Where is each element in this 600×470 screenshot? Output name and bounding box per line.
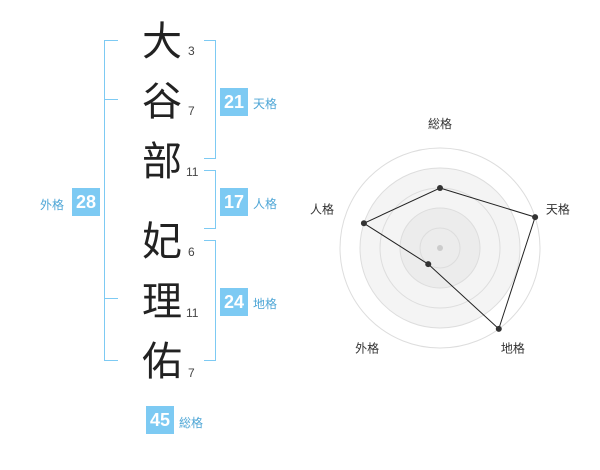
- name-char-2: 谷: [142, 79, 182, 125]
- chikaku-label: 地格: [253, 297, 278, 311]
- radar-grid: [339, 147, 541, 349]
- tenkaku-label: 天格: [253, 97, 278, 111]
- radar-point-4: [425, 261, 432, 268]
- name-char-4: 妃: [142, 219, 182, 265]
- gaikaku-tick: [104, 99, 118, 100]
- tenkaku-value: 21: [220, 88, 248, 116]
- radar-center-dot: [437, 245, 443, 251]
- stroke-count-1: 3: [188, 44, 195, 58]
- jinkaku-bracket: [204, 170, 216, 229]
- soukaku-label: 総格: [179, 416, 204, 430]
- gaikaku-value: 28: [72, 188, 100, 216]
- stroke-count-3: 11: [186, 165, 199, 179]
- name-char-1: 大: [142, 19, 182, 65]
- radar-point-1: [437, 185, 443, 191]
- radar-series-polygon: [362, 187, 536, 330]
- name-char-5: 理: [142, 279, 182, 325]
- radar-axis-label-3: 地格: [501, 340, 525, 355]
- radar-point-3: [495, 325, 502, 332]
- stroke-count-2: 7: [188, 104, 195, 118]
- tenkaku-bracket: [204, 40, 216, 159]
- name-char-3: 部: [142, 139, 182, 185]
- gaikaku-label: 外格: [40, 198, 65, 212]
- jinkaku-label: 人格: [253, 197, 278, 211]
- radar-axis-label-1: 総格: [428, 116, 452, 131]
- jinkaku-value: 17: [220, 188, 248, 216]
- radar-axis-label-5: 人格: [310, 202, 334, 217]
- name-char-6: 佑: [142, 339, 182, 385]
- chikaku-bracket: [204, 240, 216, 361]
- gaikaku-tick: [104, 298, 118, 299]
- chikaku-value: 24: [220, 288, 248, 316]
- radar-axis-label-4: 外格: [355, 340, 379, 355]
- stroke-count-5: 11: [186, 306, 199, 320]
- radar-point-5: [360, 220, 367, 227]
- stroke-count-6: 7: [188, 366, 195, 380]
- stroke-count-4: 6: [188, 245, 195, 259]
- radar-point-2: [532, 214, 539, 221]
- gaikaku-bracket: [104, 40, 118, 361]
- radar-axis-label-2: 天格: [546, 202, 570, 217]
- soukaku-value: 45: [146, 406, 174, 434]
- radar-points: [360, 185, 539, 332]
